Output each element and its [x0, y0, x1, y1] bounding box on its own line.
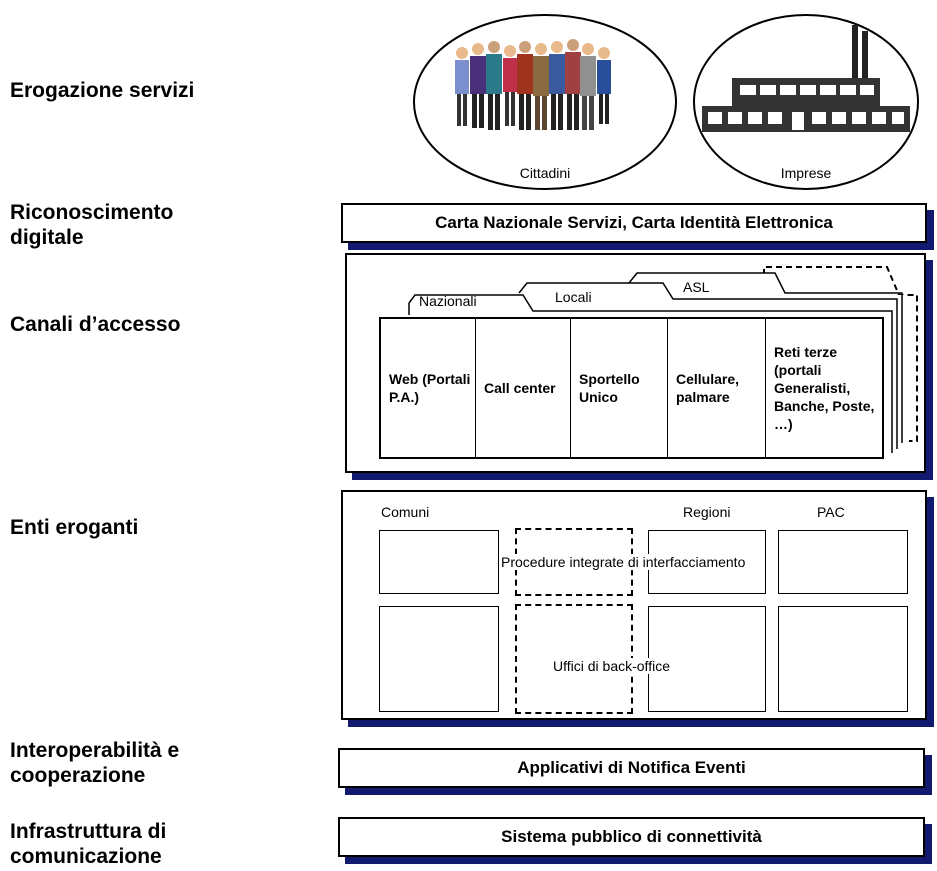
infrastruttura-text: Sistema pubblico di connettività: [501, 827, 762, 846]
interoperabilita-text: Applicativi di Notifica Eventi: [517, 758, 746, 777]
header-regioni: Regioni: [683, 504, 731, 520]
canali-box: Nazionali Locali ASL Web (Portali P.A.) …: [345, 253, 926, 473]
label-canali-accesso: Canali d’accesso: [10, 313, 181, 336]
cittadini-label: Cittadini: [520, 165, 571, 181]
pac-backoffice-box: [778, 606, 908, 712]
pac-interface-box: [778, 530, 908, 594]
enti-box: Comuni Regioni PAC Procedure integrate d…: [341, 490, 927, 720]
channel-sportello-unico: Sportello Unico: [570, 319, 667, 457]
interoperabilita-box: Applicativi di Notifica Eventi: [338, 748, 925, 788]
tab-nazionali[interactable]: Nazionali: [419, 293, 477, 309]
imprese-ellipse: Imprese: [692, 13, 920, 191]
imprese-label: Imprese: [781, 165, 832, 181]
procedure-integrate-label: Procedure integrate di interfacciamento: [501, 554, 746, 570]
infrastruttura-box: Sistema pubblico di connettività: [338, 817, 925, 857]
label-interoperabilita: Interoperabilità e cooperazione: [10, 739, 180, 787]
channels-panel: Web (Portali P.A.) Call center Sportello…: [379, 317, 884, 459]
channel-web: Web (Portali P.A.): [389, 371, 471, 405]
channel-call-center: Call center: [475, 319, 570, 457]
header-pac: PAC: [817, 504, 845, 520]
header-comuni: Comuni: [381, 504, 430, 520]
label-enti-eroganti: Enti eroganti: [10, 516, 139, 539]
factory-icon: Imprese: [693, 14, 919, 190]
riconoscimento-text: Carta Nazionale Servizi, Carta Identità …: [435, 213, 833, 232]
comuni-interface-box: [379, 530, 499, 594]
cittadini-ellipse: Cittadini: [412, 13, 678, 191]
tab-locali[interactable]: Locali: [555, 289, 592, 305]
label-erogazione-servizi: Erogazione servizi: [10, 79, 195, 102]
tab-asl[interactable]: ASL: [683, 279, 710, 295]
label-riconoscimento-digitale: Riconoscimento digitale: [10, 201, 174, 249]
comuni-backoffice-box: [379, 606, 499, 712]
channel-reti-terze: Reti terze (portali Generalisti, Banche,…: [765, 319, 882, 457]
channel-cellulare: Cellulare, palmare: [667, 319, 765, 457]
people-group-icon: Cittadini: [413, 14, 677, 190]
uffici-backoffice-label: Uffici di back-office: [553, 658, 670, 674]
label-infrastruttura: Infrastruttura di comunicazione: [10, 820, 167, 868]
riconoscimento-box: Carta Nazionale Servizi, Carta Identità …: [341, 203, 927, 243]
